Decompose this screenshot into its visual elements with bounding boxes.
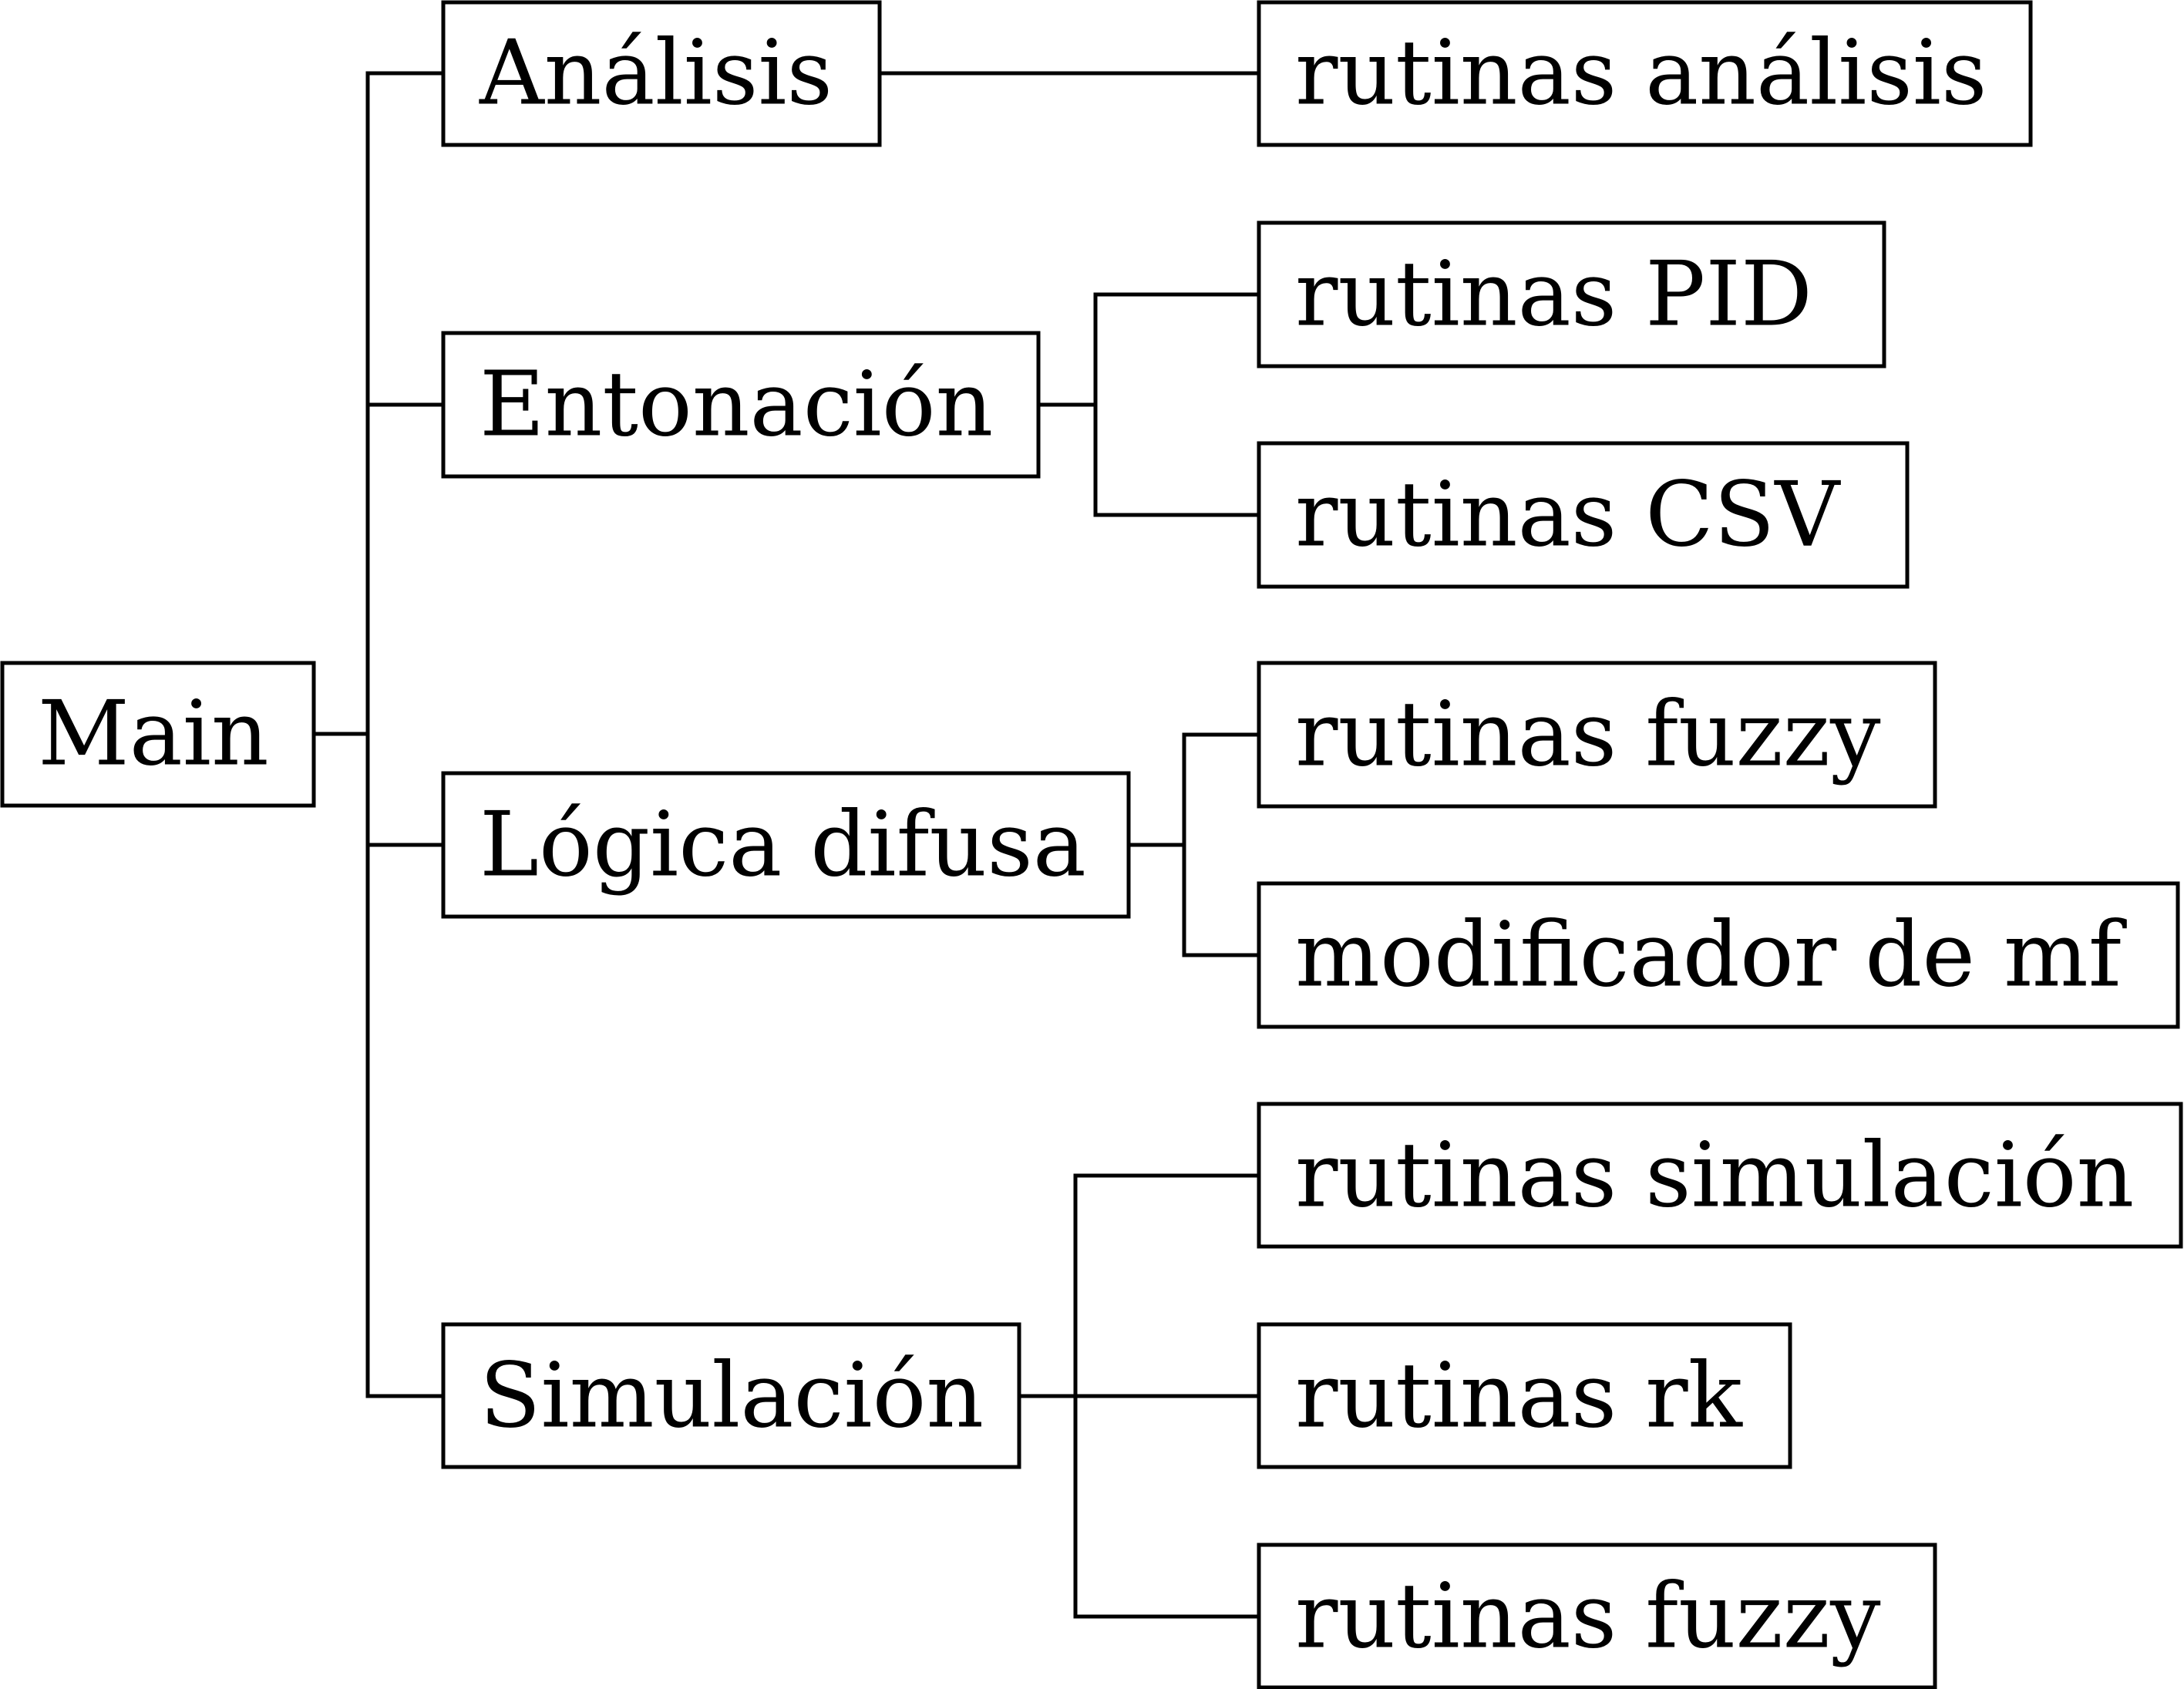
node-entonacion-box [441, 331, 1041, 479]
node-rutinas-pid: rutinas PID [1257, 220, 1886, 368]
node-simulacion: Simulación [441, 1322, 1021, 1469]
node-rutinas-rk: rutinas rk [1257, 1322, 1792, 1469]
node-main-box [0, 661, 316, 808]
node-analisis: Análisis [441, 0, 882, 147]
node-logica-difusa-box [441, 771, 1131, 919]
node-rutinas-pid-label: rutinas PID [1295, 243, 1812, 347]
node-rutinas-simulacion-label: rutinas simulación [1295, 1124, 2134, 1228]
node-rutinas-csv-box [1257, 441, 1910, 589]
node-rutinas-fuzzy-1-label: rutinas fuzzy [1295, 683, 1881, 787]
node-logica-difusa-label: Lógica difusa [480, 793, 1086, 897]
node-rutinas-fuzzy-1: rutinas fuzzy [1257, 661, 1937, 809]
node-analisis-label: Análisis [479, 22, 833, 126]
node-rutinas-fuzzy-1-box [1257, 661, 1937, 809]
node-rutinas-simulacion: rutinas simulación [1257, 1102, 2183, 1249]
node-rutinas-fuzzy-2: rutinas fuzzy [1257, 1543, 1937, 1689]
node-rutinas-csv: rutinas CSV [1257, 441, 1910, 589]
node-main-label: Main [38, 682, 269, 786]
node-rutinas-fuzzy-2-box [1257, 1543, 1937, 1689]
node-rutinas-analisis-box [1257, 0, 2033, 147]
node-simulacion-box [441, 1322, 1021, 1469]
node-modificador-de-mf-label: modificador de mf [1295, 903, 2127, 1008]
node-entonacion: Entonación [441, 331, 1041, 479]
node-rutinas-csv-label: rutinas CSV [1295, 463, 1841, 567]
node-rutinas-simulacion-box [1257, 1102, 2183, 1249]
node-rutinas-rk-box [1257, 1322, 1792, 1469]
node-simulacion-label: Simulación [480, 1344, 984, 1448]
node-entonacion-label: Entonación [480, 353, 993, 457]
node-modificador-de-mf: modificador de mf [1257, 881, 2180, 1029]
node-rutinas-pid-box [1257, 220, 1886, 368]
node-rutinas-rk-label: rutinas rk [1295, 1344, 1744, 1448]
node-analisis-box [441, 0, 882, 147]
node-rutinas-analisis-label: rutinas análisis [1295, 22, 1987, 126]
node-logica-difusa: Lógica difusa [441, 771, 1131, 919]
node-main: Main [0, 661, 316, 808]
node-modificador-de-mf-box [1257, 881, 2180, 1029]
node-rutinas-analisis: rutinas análisis [1257, 0, 2033, 147]
connectors [313, 71, 1261, 1619]
node-rutinas-fuzzy-2-label: rutinas fuzzy [1295, 1565, 1881, 1669]
